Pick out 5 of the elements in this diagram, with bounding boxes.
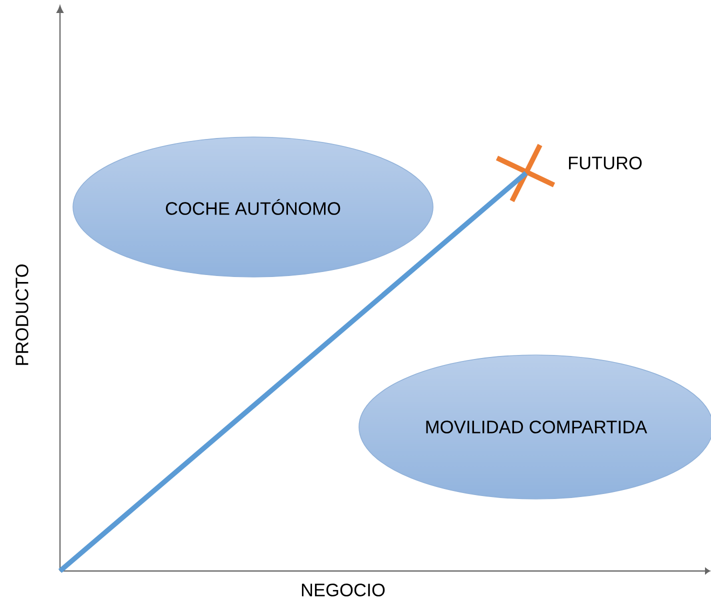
axis-label: PRODUCTO xyxy=(16,264,28,365)
axis-label: NEGOCIO xyxy=(302,584,385,596)
line xyxy=(58,171,528,573)
cross-mark xyxy=(494,142,556,204)
beside-label: FUTURO xyxy=(569,156,642,170)
